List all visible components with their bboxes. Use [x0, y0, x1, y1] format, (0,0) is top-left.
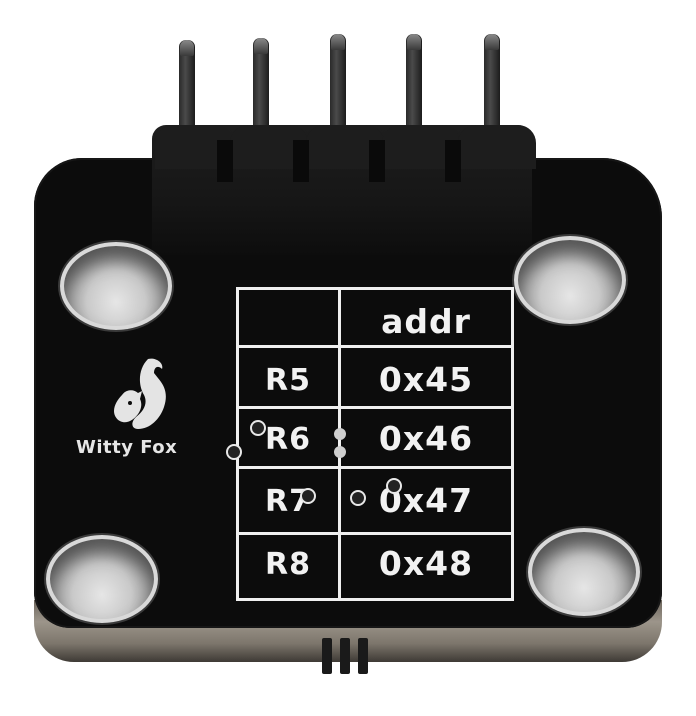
table-header-address: addr [381, 302, 471, 341]
via [250, 420, 266, 436]
header-slot [369, 140, 385, 182]
fox-logo-icon [114, 358, 166, 429]
address-value: 0x48 [378, 544, 474, 583]
table-divider [236, 406, 514, 409]
edge-pin-stub [358, 638, 368, 674]
brand-text: Witty Fox [76, 437, 178, 458]
address-value: 0x45 [378, 360, 474, 399]
header-slot [445, 140, 461, 182]
address-value: 0x46 [378, 419, 474, 458]
via [226, 444, 242, 460]
resistor-label: R6 [265, 422, 311, 457]
edge-pin-stub [322, 638, 332, 674]
table-divider [338, 287, 341, 601]
table-divider [236, 345, 514, 348]
edge-pin-stub [340, 638, 350, 674]
solder-pad [334, 446, 346, 458]
via [300, 488, 316, 504]
resistor-label: R8 [265, 547, 311, 582]
via [386, 478, 402, 494]
mounting-hole-bottom-right [528, 528, 640, 616]
mounting-hole-bottom-left [46, 535, 158, 623]
header-slot [293, 140, 309, 182]
via [350, 490, 366, 506]
mounting-hole-top-left [60, 242, 172, 330]
header-slot [217, 140, 233, 182]
address-value: 0x47 [378, 481, 474, 520]
header-bump [458, 125, 536, 169]
table-divider [236, 532, 514, 535]
table-divider [236, 466, 514, 469]
resistor-label: R5 [265, 363, 311, 398]
resistor-label: R7 [265, 484, 311, 519]
solder-pad [334, 428, 346, 440]
mounting-hole-top-right [514, 236, 626, 324]
